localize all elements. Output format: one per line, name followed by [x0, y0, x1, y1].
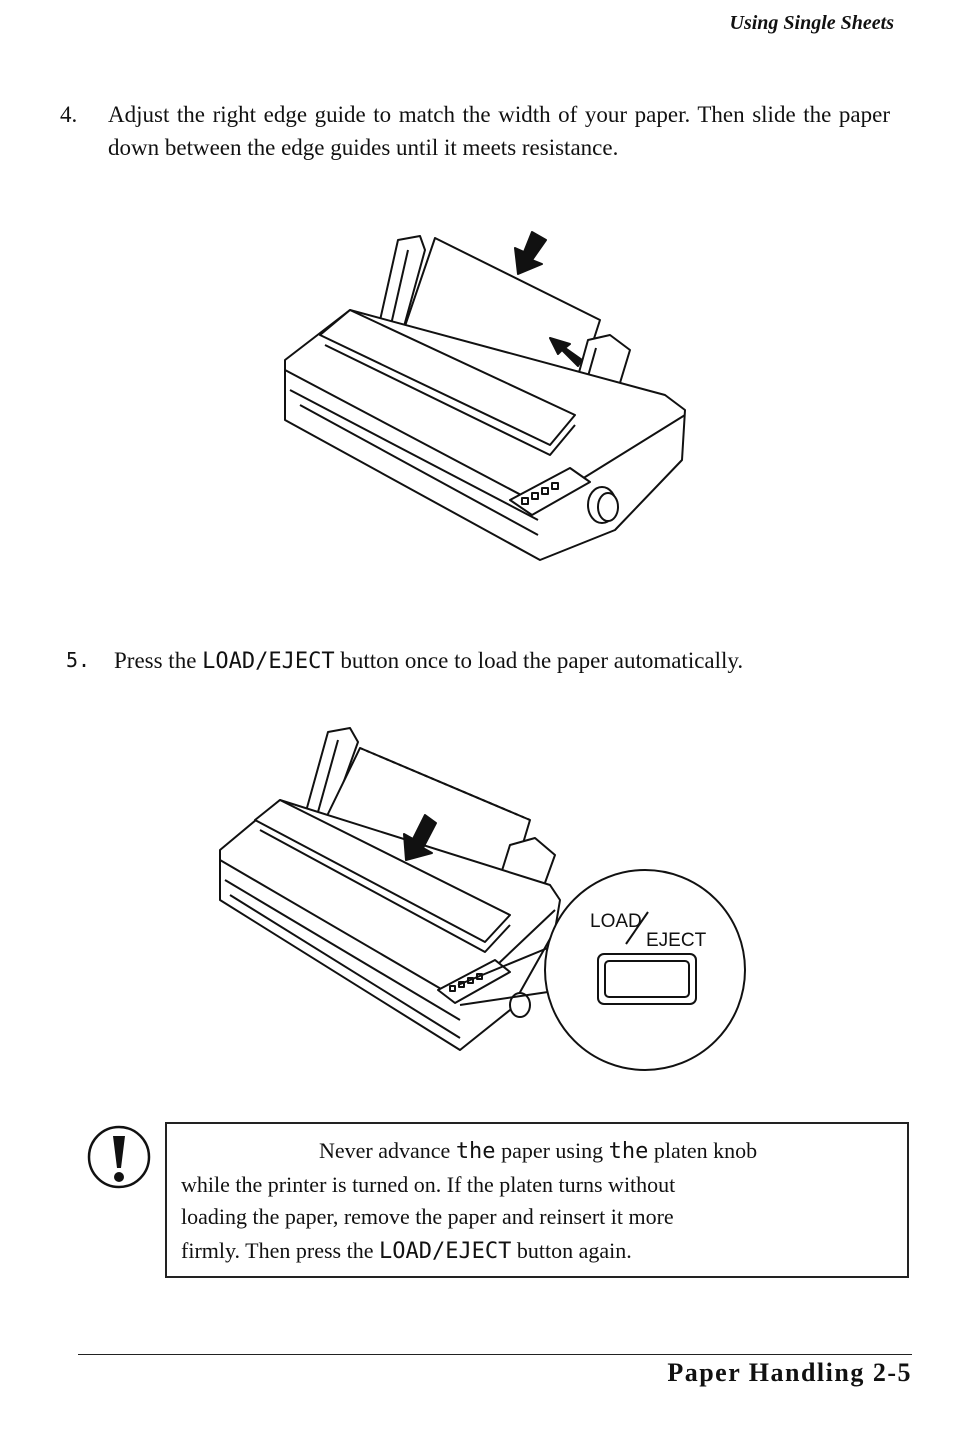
- caution-text: the: [608, 1139, 649, 1164]
- caution-line-3: loading the paper, remove the paper and …: [181, 1204, 674, 1229]
- step-number: 4.: [60, 102, 78, 127]
- page-footer: Paper Handling 2-5: [667, 1358, 912, 1387]
- eject-label: EJECT: [646, 930, 707, 951]
- caution-line-1: Never advance the paper using the platen…: [319, 1138, 757, 1164]
- caution-line-4: firmly. Then press the LOAD/EJECT button…: [181, 1238, 632, 1264]
- step-text: Adjust the right edge guide to match the…: [108, 102, 890, 160]
- caution-text: firmly. Then press the: [181, 1238, 374, 1263]
- load-label: LOAD: [590, 911, 642, 932]
- load-eject-button: [597, 953, 697, 1005]
- section-title: Using Single Sheets: [729, 12, 894, 34]
- step-text: Press the LOAD/EJECT button once to load…: [114, 644, 743, 678]
- step-5: 5. Press the LOAD/EJECT button once to l…: [66, 644, 896, 684]
- printer-load-eject-illustration: LOAD EJECT: [219, 727, 746, 1071]
- load-eject-button-name: LOAD/EJECT: [378, 1239, 512, 1264]
- caution-text: platen knob: [653, 1138, 758, 1163]
- step-text-after: button once to load the paper automatica…: [340, 648, 744, 673]
- caution-text: Never advance: [319, 1138, 451, 1163]
- caution-text: paper using: [501, 1138, 604, 1163]
- caution-text: button again.: [516, 1238, 632, 1263]
- exclamation-icon: [87, 1125, 151, 1189]
- printer-paper-insert-illustration: [284, 231, 686, 561]
- step-number: 5.: [66, 648, 91, 672]
- footer-divider: [78, 1354, 912, 1355]
- caution-note: Never advance the paper using the platen…: [165, 1122, 909, 1278]
- load-eject-button-name: LOAD/EJECT: [202, 649, 335, 674]
- caution-line-2: while the printer is turned on. If the p…: [181, 1172, 676, 1197]
- caution-text: the: [455, 1139, 496, 1164]
- step-4: 4. Adjust the right edge guide to match …: [60, 98, 890, 208]
- step-text-before: Press the: [114, 648, 197, 673]
